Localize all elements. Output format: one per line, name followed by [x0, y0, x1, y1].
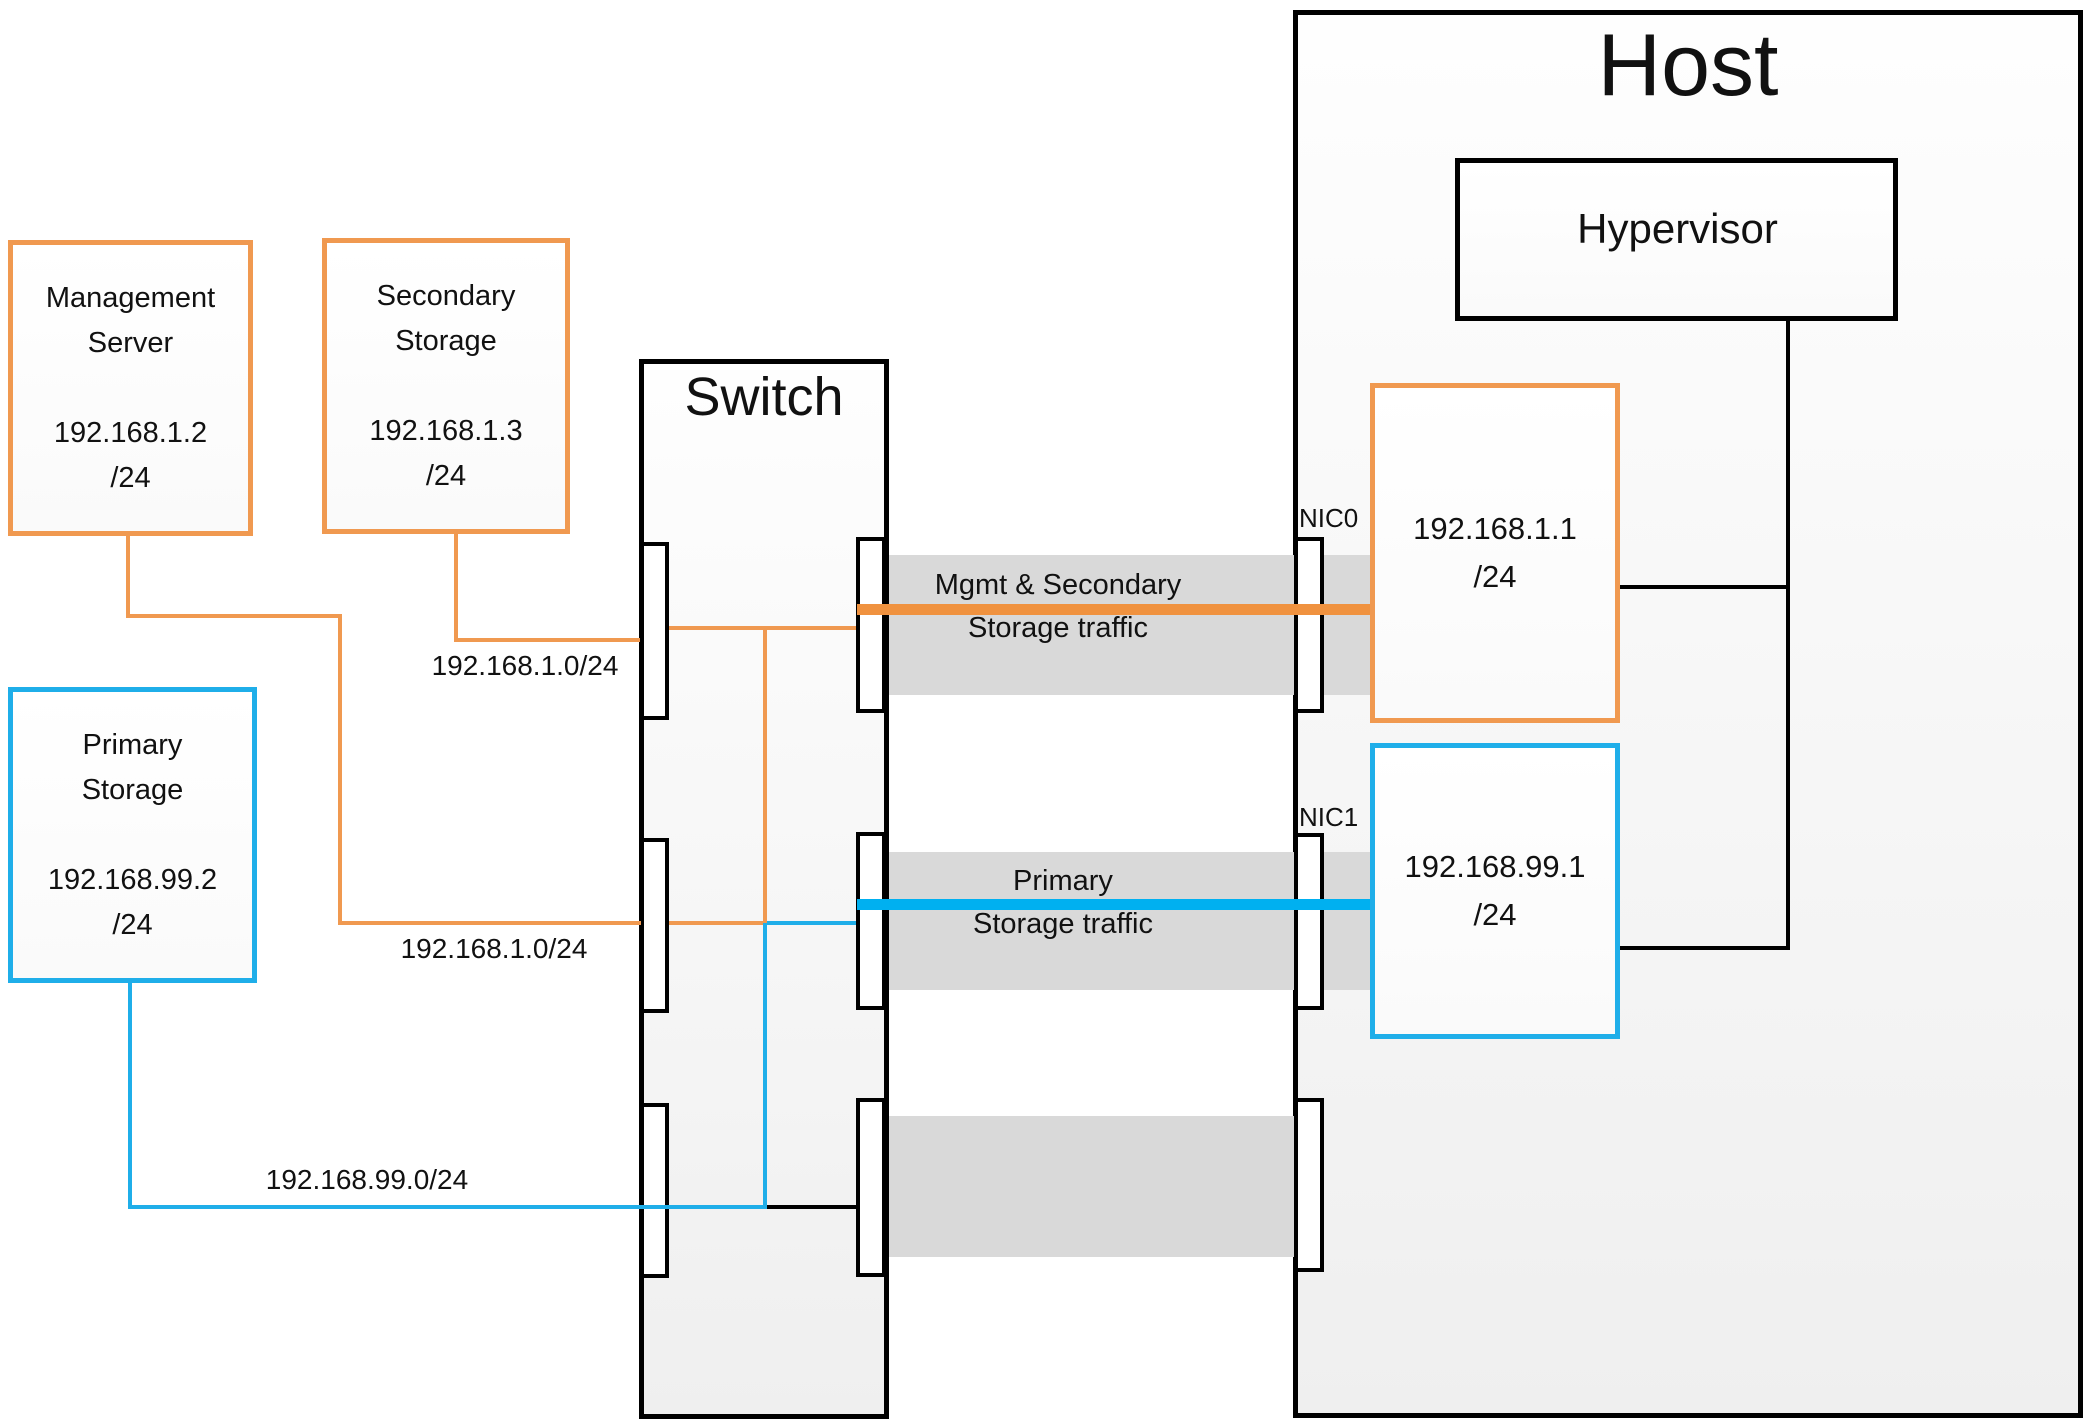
switch-port-right-bottom [856, 1098, 886, 1277]
host-port-nic1 [1294, 833, 1324, 1010]
host-title: Host [1597, 15, 1779, 114]
hypervisor-stub-nic1 [1620, 946, 1790, 950]
primary-storage-box [8, 687, 257, 983]
link-secondary-drop [454, 533, 458, 642]
traffic-band-primary [889, 852, 1372, 990]
mgmt-traffic-label-line2: Storage traffic [967, 612, 1148, 644]
switch-port-left-middle [640, 838, 669, 1013]
link-secondary-to-switch [454, 638, 640, 642]
secondary-storage-box [322, 238, 570, 534]
switch-port-right-top [856, 537, 886, 713]
switch-internal-blue-mid [767, 921, 856, 925]
nic0-ip: 192.168.1.1 [1413, 511, 1577, 546]
host-port-unused [1294, 1098, 1324, 1272]
switch-internal-orange-mid [669, 921, 767, 925]
link-mgmt-across [126, 614, 342, 618]
primary-storage-text: Primary Storage 192.168.99.2 /24 [8, 687, 257, 983]
primary-storage-name-line1: Primary [82, 728, 183, 761]
management-server-box [8, 240, 253, 536]
link-mgmt-down [338, 614, 342, 925]
secondary-storage-name-line2: Storage [395, 324, 497, 357]
switch-internal-black-bottom [767, 1205, 856, 1209]
primary-storage-name-line2: Storage [81, 773, 184, 806]
nic1-ip-box [1370, 743, 1620, 1039]
switch-port-left-top [640, 542, 669, 720]
link-mgmt-to-switch [338, 921, 641, 925]
hypervisor-title: Hypervisor [1577, 205, 1778, 252]
traffic-band-unused [889, 1116, 1295, 1257]
mgmt-traffic-label-line1: Mgmt & Secondary [934, 569, 1182, 601]
secondary-storage-ip: 192.168.1.3 [369, 414, 523, 447]
switch-internal-blue-riser [763, 923, 767, 1209]
primary-traffic-label-line1: Primary [1013, 865, 1113, 897]
primary-storage-mask: /24 [112, 908, 153, 941]
hypervisor-trunk [1786, 318, 1790, 950]
primary-traffic-label: Primary Storage traffic [880, 860, 1246, 946]
management-server-name-line1: Management [45, 281, 216, 314]
traffic-band-mgmt [889, 555, 1372, 695]
management-server-ip: 192.168.1.2 [53, 416, 208, 449]
nic1-ip-text: 192.168.99.1 /24 [1370, 743, 1620, 1039]
link-primary-drop [128, 983, 132, 1209]
switch-title: Switch [684, 367, 844, 427]
nic0-mask: /24 [1473, 559, 1517, 594]
nic0-ip-text: 192.168.1.1 /24 [1370, 383, 1620, 723]
secondary-storage-mask: /24 [425, 459, 467, 492]
hypervisor-box [1455, 158, 1898, 321]
primary-storage-ip: 192.168.99.2 [47, 863, 218, 896]
nic0-ip-box [1370, 383, 1620, 723]
hypervisor-stub-nic0 [1620, 585, 1790, 589]
link-mgmt-drop [126, 536, 130, 618]
subnet-label-management: 192.168.1.0/24 [400, 933, 588, 964]
primary-traffic-label-line2: Storage traffic [972, 908, 1153, 940]
nic1-label: NIC1 [1299, 802, 1359, 832]
nic1-ip: 192.168.99.1 [1404, 849, 1586, 884]
secondary-storage-text: Secondary Storage 192.168.1.3 /24 [322, 238, 570, 534]
secondary-storage-name-line1: Secondary [376, 279, 516, 312]
mgmt-traffic-line [857, 604, 1372, 615]
switch-port-left-bottom [640, 1103, 669, 1278]
management-server-mask: /24 [110, 461, 151, 494]
switch-port-right-middle [856, 832, 886, 1010]
switch-internal-orange-riser [763, 626, 767, 925]
host-port-nic0 [1294, 537, 1324, 713]
management-server-name-line2: Server [87, 326, 174, 359]
mgmt-traffic-label: Mgmt & Secondary Storage traffic [880, 564, 1236, 650]
subnet-label-secondary: 192.168.1.0/24 [431, 650, 619, 681]
primary-traffic-line [857, 899, 1372, 910]
nic0-label: NIC0 [1299, 503, 1359, 533]
nic1-mask: /24 [1473, 897, 1517, 932]
subnet-label-primary: 192.168.99.0/24 [265, 1164, 469, 1195]
link-primary-to-switch [128, 1205, 767, 1209]
management-server-text: Management Server 192.168.1.2 /24 [8, 240, 253, 536]
switch-internal-orange-top [669, 626, 856, 630]
